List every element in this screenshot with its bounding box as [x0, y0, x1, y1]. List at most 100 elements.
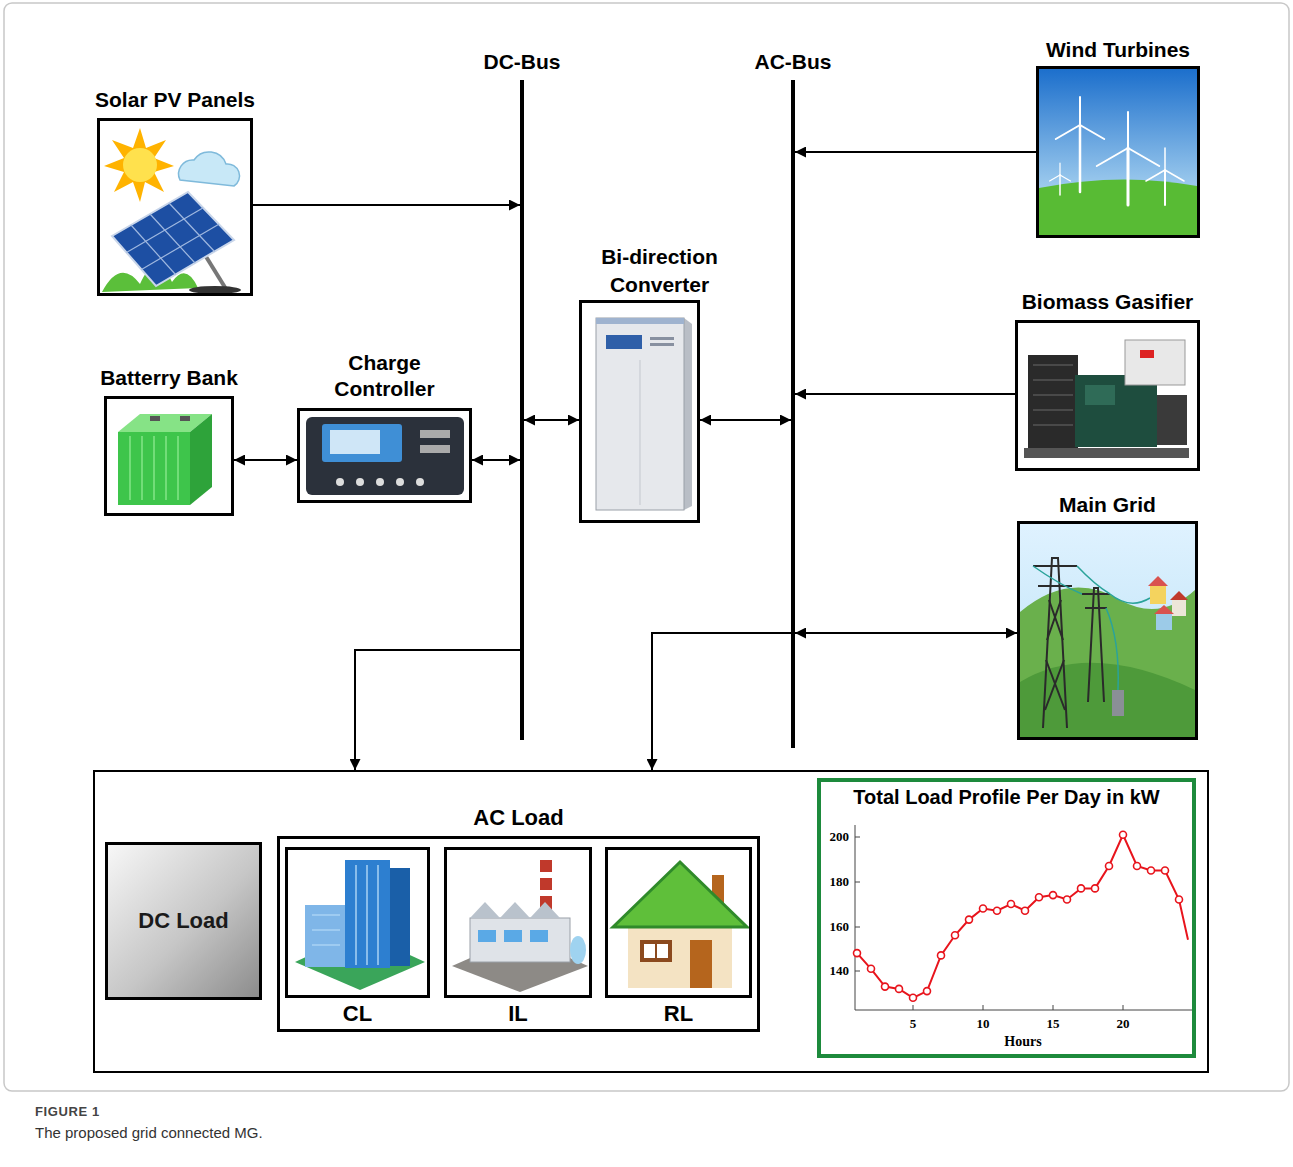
- ac-bus-bar: AC-Bus: [791, 80, 795, 748]
- main-grid-illustration: [1020, 524, 1195, 737]
- load-curve-plot: [1078, 885, 1085, 892]
- charge-controller-illustration: [420, 430, 450, 438]
- converter-cabinet-illustration: [684, 318, 692, 510]
- converter-box: Bi-direction Converter: [579, 300, 700, 523]
- component-heading: Solar PV Panels: [95, 88, 255, 112]
- wind-turbine-illustration: [1146, 170, 1165, 181]
- axis-tick-label: 10: [977, 1016, 990, 1032]
- commercial-load-box: CL: [285, 847, 430, 998]
- bus-label: AC-Bus: [755, 50, 832, 74]
- component-heading: Bi-direction Converter: [570, 243, 750, 299]
- load-curve-plot: [1092, 885, 1099, 892]
- charge-controller-illustration: [330, 430, 380, 454]
- connector-arrow: [795, 393, 1015, 395]
- connector-arrow: [652, 633, 791, 770]
- load-curve-plot: [1148, 867, 1155, 874]
- charge-controller-illustration: [356, 478, 364, 486]
- wind-turbine-box: Wind Turbines: [1036, 66, 1200, 238]
- load-curve-plot: [1176, 896, 1183, 903]
- converter-cabinet-illustration: [596, 318, 684, 510]
- load-curve-plot: [938, 952, 945, 959]
- main-grid-illustration: [1033, 565, 1077, 567]
- commercial-building-illustration: [305, 905, 345, 967]
- main-grid-illustration: [1047, 600, 1061, 640]
- wind-turbine-illustration: [1128, 148, 1159, 166]
- axis-tick-label: 200: [830, 829, 850, 845]
- load-label: CL: [343, 1001, 372, 1026]
- load-panel: DC LoadCLILRLAC LoadTotal Load Profile P…: [93, 770, 1209, 1073]
- battery-illustration: [129, 436, 131, 500]
- battery-illustration: [190, 414, 212, 505]
- load-curve-plot: [1064, 896, 1071, 903]
- biomass-generator-illustration: [1033, 394, 1073, 396]
- connector-arrow: [700, 419, 791, 421]
- industrial-plant-illustration: [504, 930, 522, 942]
- wind-turbine-illustration: [1079, 97, 1081, 125]
- main-grid-illustration: [1172, 600, 1186, 616]
- converter-cabinet-illustration: [650, 343, 674, 346]
- axis-tick-label: 180: [830, 874, 850, 890]
- load-curve-plot: [868, 965, 875, 972]
- residential-house-illustration: [613, 862, 747, 927]
- component-heading: Main Grid: [1059, 493, 1156, 517]
- main-grid-illustration: [1049, 600, 1063, 640]
- biomass-gasifier-box: Biomass Gasifier: [1015, 320, 1200, 471]
- load-curve-plot: [1123, 1005, 1124, 1010]
- axis-tick-label: 140: [830, 963, 850, 979]
- main-grid-illustration: [1148, 576, 1168, 586]
- figure-frame: [4, 3, 1289, 1091]
- wind-turbine-illustration: [1050, 175, 1060, 181]
- wind-turbine-illustration: [1164, 170, 1166, 205]
- biomass-generator-illustration: [1033, 409, 1073, 411]
- load-curve-plot: [1008, 901, 1015, 908]
- biomass-generator-illustration: [1125, 340, 1185, 385]
- biomass-generator-illustration: [1024, 340, 1189, 458]
- charge-controller-illustration: [322, 424, 402, 462]
- main-grid-illustration: [1020, 524, 1195, 737]
- load-label: RL: [664, 1001, 693, 1026]
- load-curve-plot: [896, 985, 903, 992]
- battery-illustration: [177, 436, 179, 500]
- industrial-plant-illustration: [570, 936, 586, 964]
- wind-turbine-illustration: [1059, 175, 1061, 195]
- dc-load-box: DC Load: [105, 842, 262, 1000]
- connector-arrow: [355, 650, 520, 770]
- wind-turbine-illustration: [1165, 170, 1184, 181]
- load-curve-plot: [854, 831, 1183, 1001]
- commercial-building-illustration: [295, 860, 425, 990]
- load-curve-plot: [980, 905, 987, 912]
- main-grid-illustration: [1082, 593, 1110, 595]
- biomass-generator-illustration: [1157, 395, 1187, 445]
- commercial-building-illustration: [312, 914, 340, 916]
- main-grid-illustration: [1106, 608, 1118, 690]
- figure-number: FIGURE 1: [35, 1104, 100, 1119]
- figure-caption: The proposed grid connected MG.: [35, 1124, 263, 1141]
- axis-tick-label: 15: [1047, 1016, 1060, 1032]
- main-grid-illustration: [1150, 586, 1166, 604]
- load-curve-plot: [855, 1010, 1192, 1011]
- residential-house-illustration: [628, 922, 732, 988]
- biomass-generator-illustration: [1033, 424, 1073, 426]
- connector-arrow: [795, 151, 1036, 153]
- main-grid-box: Main Grid: [1017, 521, 1198, 740]
- load-curve-plot: [855, 927, 860, 928]
- charge-controller-illustration: [306, 417, 464, 495]
- biomass-generator-illustration: [1028, 355, 1078, 450]
- converter-cabinet-illustration: [650, 337, 674, 340]
- main-grid-illustration: [1112, 690, 1124, 716]
- load-curve-plot: [882, 983, 889, 990]
- converter-cabinet-illustration: [596, 318, 692, 510]
- industrial-plant-illustration: [470, 902, 560, 918]
- main-grid-illustration: [1045, 660, 1064, 710]
- charge-controller-illustration: [306, 417, 464, 495]
- solar-panel-illustration: [104, 128, 174, 202]
- converter-cabinet-illustration: [640, 360, 641, 505]
- residential-house-illustration: [690, 940, 712, 988]
- wind-turbine-illustration: [1164, 148, 1166, 170]
- wind-turbine-illustration: [1039, 179, 1197, 235]
- load-curve-plot: [966, 916, 973, 923]
- biomass-generator-illustration: [1024, 448, 1189, 458]
- load-curve-plot: [855, 825, 1192, 1010]
